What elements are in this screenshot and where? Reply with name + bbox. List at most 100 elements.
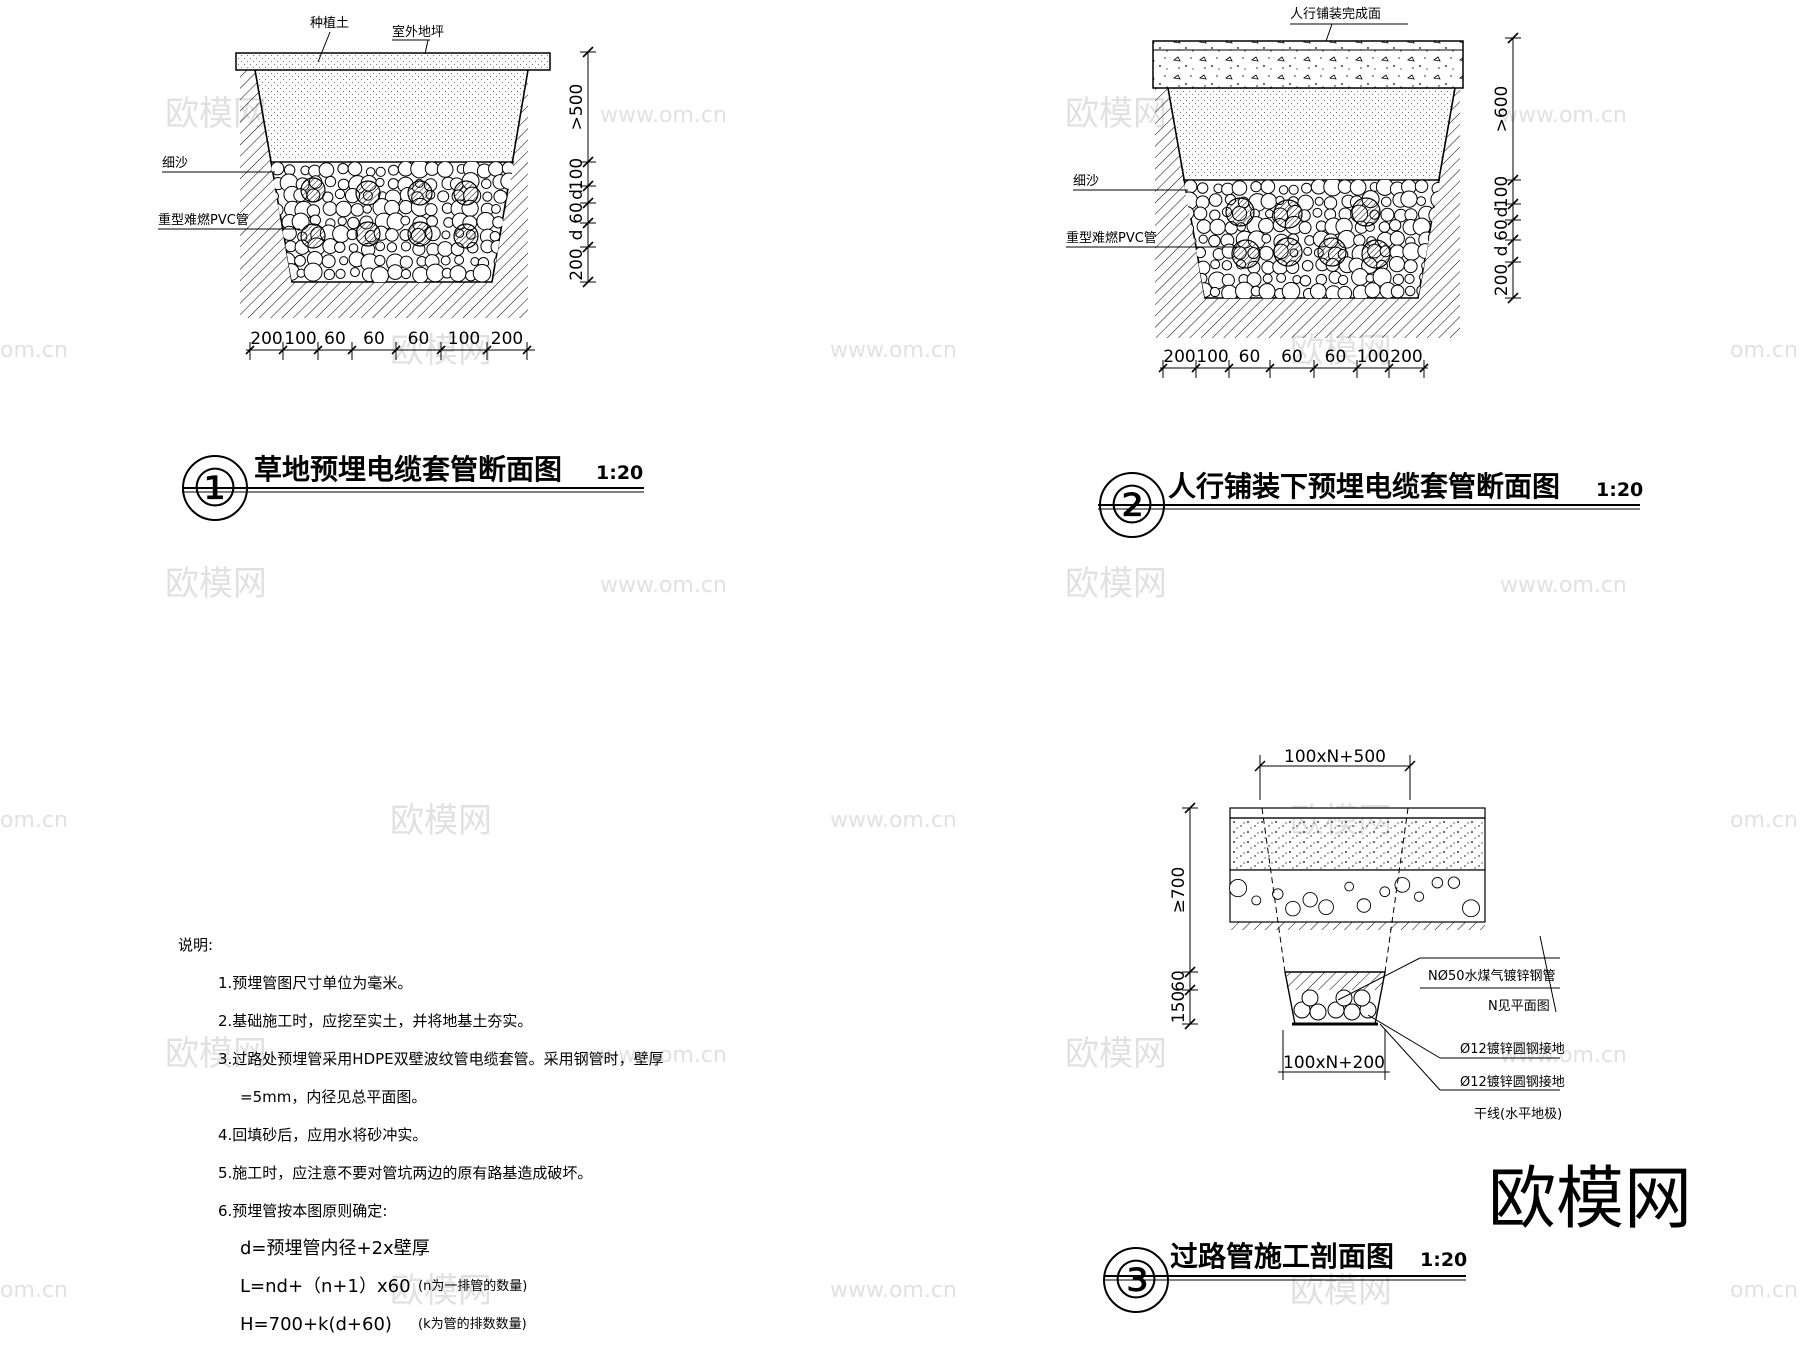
dim-label: 200 bbox=[1390, 347, 1422, 367]
dim-label: d bbox=[567, 189, 587, 200]
watermark-brand: 欧模网 bbox=[1065, 94, 1167, 134]
dim-label: 60 bbox=[363, 329, 385, 349]
steel-pipe bbox=[1353, 989, 1371, 1007]
pebble bbox=[1323, 196, 1338, 210]
pebble bbox=[472, 264, 492, 282]
pebble bbox=[1209, 218, 1226, 236]
pebble bbox=[321, 254, 336, 269]
note-4: 4.回填砂后，应用水将砂冲实。 bbox=[218, 1126, 427, 1144]
pebble bbox=[1414, 180, 1429, 193]
pebble bbox=[294, 254, 306, 267]
pebble bbox=[323, 268, 336, 281]
watermark-url: www.om.cn bbox=[1500, 103, 1627, 128]
pebble bbox=[1221, 273, 1235, 287]
pebble bbox=[337, 178, 350, 191]
pebble bbox=[1260, 180, 1276, 195]
pebble bbox=[1404, 273, 1415, 284]
dim-tick bbox=[1507, 32, 1519, 44]
watermark-url: www.om.cn bbox=[1500, 573, 1627, 598]
pebble bbox=[347, 162, 363, 177]
dim-tick bbox=[1158, 363, 1168, 373]
dim-tick bbox=[1184, 802, 1196, 814]
pebble bbox=[1404, 285, 1416, 297]
dim-tick bbox=[1191, 363, 1201, 373]
pebble bbox=[1380, 207, 1395, 222]
watermark-url: om.cn bbox=[1730, 1278, 1798, 1303]
pebble bbox=[443, 217, 454, 228]
note-3-cont: =5mm，内径见总平面图。 bbox=[240, 1088, 426, 1106]
label-ground-wire-1: Ø12镀锌圆钢接地 bbox=[1460, 1041, 1565, 1057]
dim-tick bbox=[1507, 174, 1519, 186]
label-pvc-pipe: 重型难燃PVC管 bbox=[1066, 230, 1157, 246]
pebble bbox=[1390, 284, 1405, 298]
dim-label: >500 bbox=[567, 84, 587, 131]
pebble bbox=[437, 190, 450, 203]
ground-hatch bbox=[1155, 88, 1460, 338]
detail-title: 过路管施工剖面图 bbox=[1170, 1240, 1394, 1273]
watermark-url: om.cn bbox=[0, 808, 68, 833]
paving-slab bbox=[1152, 40, 1464, 89]
detail-scale: 1:20 bbox=[1420, 1249, 1467, 1271]
pebble bbox=[375, 166, 386, 177]
dim-tick bbox=[245, 345, 255, 355]
pebble bbox=[1364, 282, 1381, 298]
aggregate bbox=[1302, 892, 1318, 908]
label-fine-sand: 细沙 bbox=[162, 156, 188, 171]
pebble bbox=[400, 268, 412, 280]
aggregate bbox=[1344, 881, 1355, 892]
pvc-pipe bbox=[300, 177, 326, 203]
dim-tick bbox=[436, 345, 446, 355]
dim-label: 150 bbox=[1169, 991, 1189, 1023]
dim-label: 100 bbox=[1357, 347, 1389, 367]
dim-label: 60 bbox=[1239, 347, 1261, 367]
pebble bbox=[424, 203, 438, 217]
pebble bbox=[1337, 285, 1353, 298]
dim-tick bbox=[582, 197, 594, 209]
backfill-fill bbox=[1168, 88, 1455, 178]
pebble bbox=[362, 204, 372, 214]
pebble bbox=[1208, 193, 1223, 207]
dim-tick bbox=[582, 217, 594, 229]
aggregate bbox=[1228, 879, 1248, 898]
pebble bbox=[339, 256, 349, 266]
dim-tick bbox=[1352, 363, 1362, 373]
base-aggregate bbox=[1228, 876, 1480, 918]
pebble bbox=[1353, 234, 1366, 247]
notes-title: 说明: bbox=[178, 936, 213, 954]
note-2: 2.基础施工时，应挖至实土，并将地基土夯实。 bbox=[218, 1012, 532, 1030]
dim-tick bbox=[522, 345, 532, 355]
pvc-pipe bbox=[355, 180, 381, 206]
dim-tick bbox=[1184, 1018, 1196, 1030]
steel-pipe bbox=[1301, 989, 1319, 1007]
bottom-width-dim: 100xN+200 bbox=[1283, 1053, 1385, 1073]
label-fine-sand: 细沙 bbox=[1073, 174, 1099, 189]
pebble bbox=[488, 162, 504, 177]
watermark-url: www.om.cn bbox=[600, 1043, 727, 1068]
pebble bbox=[387, 178, 399, 190]
dim-tick bbox=[1507, 198, 1519, 210]
formula-l: L=nd+（n+1）x60 bbox=[240, 1276, 411, 1297]
label-ground-wire-2: Ø12镀锌圆钢接地 bbox=[1460, 1074, 1565, 1090]
dim-label: >600 bbox=[1492, 86, 1512, 133]
pvc-pipe bbox=[407, 221, 433, 247]
dim-tick bbox=[1265, 363, 1275, 373]
dim-label: 100 bbox=[1196, 347, 1228, 367]
dim-tick bbox=[1384, 363, 1394, 373]
dim-tick bbox=[582, 180, 594, 192]
pebble bbox=[1262, 273, 1273, 284]
top-width-dim: 100xN+500 bbox=[1284, 747, 1386, 767]
pebble bbox=[284, 240, 297, 253]
aggregate bbox=[1462, 899, 1480, 918]
aggregate bbox=[1413, 891, 1425, 902]
dim-tick bbox=[582, 241, 594, 253]
pebble bbox=[335, 268, 346, 279]
watermark-brand: 欧模网 bbox=[165, 1034, 267, 1074]
detail-number: ③ bbox=[1113, 1251, 1160, 1311]
pebble bbox=[1301, 259, 1314, 272]
pebble bbox=[1403, 259, 1418, 274]
